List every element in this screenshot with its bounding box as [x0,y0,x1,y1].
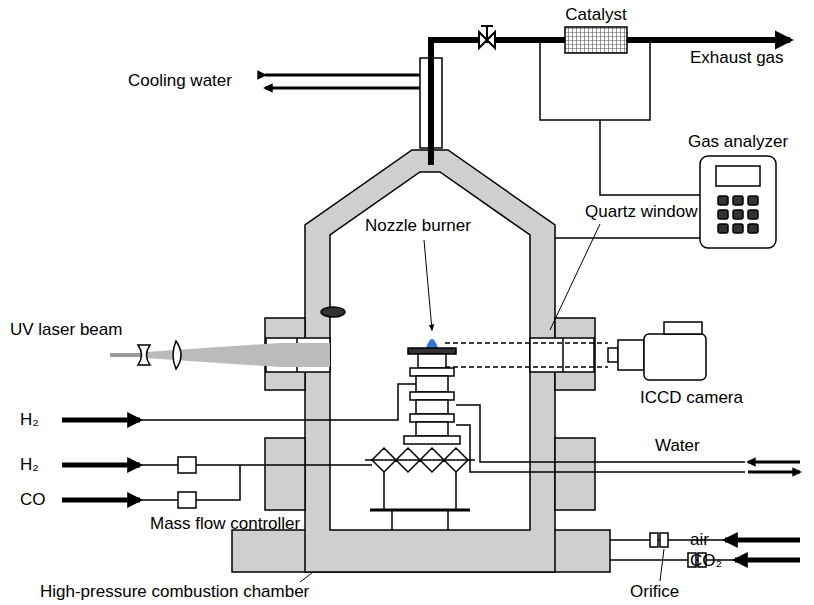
part-label: Orifice [630,582,679,602]
part-label: H₂ [20,410,39,430]
leader-lines [300,224,664,582]
analyzer-key [733,210,743,219]
part-label: CO [20,490,46,510]
analyzer-key [748,224,758,233]
part-label: Nozzle burner [365,216,471,236]
part-label: Exhaust gas [690,48,784,68]
analyzer-key [748,210,758,219]
iccd-camera [445,322,706,380]
nozzle-burner [365,339,475,530]
analyzer-key [733,224,743,233]
analyzer-key [748,196,758,205]
gas-feed-lines [62,384,800,567]
part-label: ICCD camera [640,388,743,408]
analyzer-key [718,224,728,233]
gas-analyzer [700,156,776,248]
part-label: High-pressure combustion chamber [40,582,309,602]
part-label: Cooling water [128,71,232,91]
part-label: Catalyst [565,5,626,25]
part-label: air [690,530,709,550]
part-label: Gas analyzer [688,132,788,152]
analyzer-key [718,210,728,219]
analyzer-key [718,196,728,205]
part-label: H₂ [20,455,39,475]
uv-laser-beam [110,341,330,369]
part-label: Mass flow controller [150,514,300,534]
part-label: Quartz window [585,202,697,222]
part-label: CO₂ [690,551,722,571]
part-label: Water [655,436,700,456]
part-label: UV laser beam [10,320,122,340]
catalyst-block [565,27,627,53]
analyzer-key [733,196,743,205]
